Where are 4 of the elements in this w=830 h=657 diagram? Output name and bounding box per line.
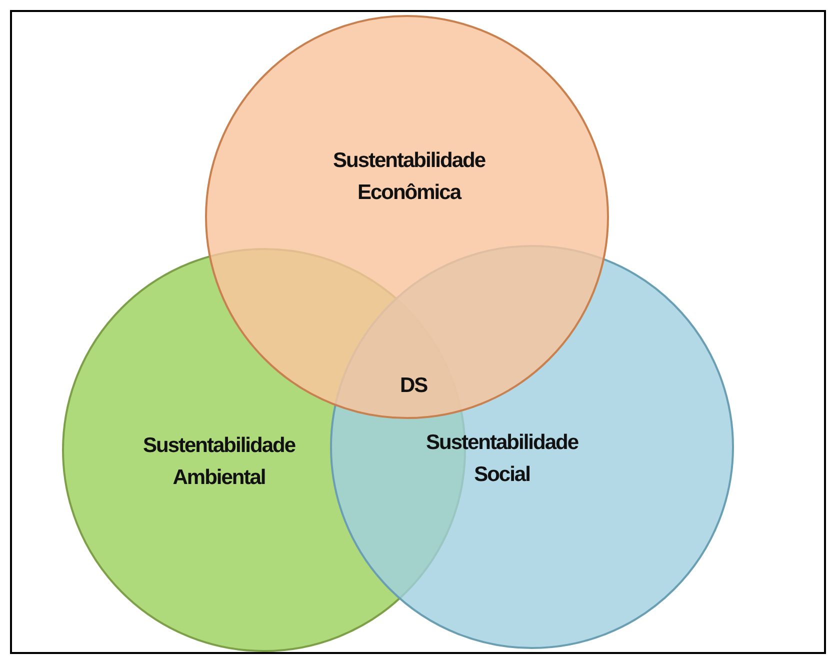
overlap-label: DS: [400, 373, 428, 399]
circle-label: Sustentabilidade Ambiental: [142, 433, 296, 490]
circle-label: Sustentabilidade Econômica: [332, 148, 486, 206]
circle-label: Sustentabilidade Social: [424, 430, 580, 488]
